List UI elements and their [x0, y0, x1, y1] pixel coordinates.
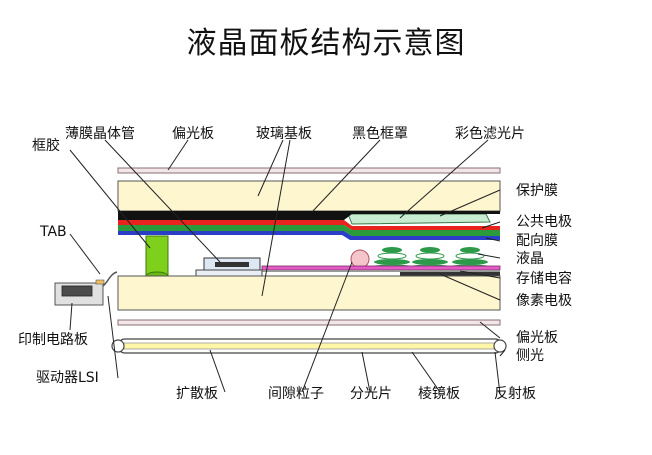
top-glass-substrate	[117, 180, 501, 212]
label-diffuser: 扩散板	[176, 386, 218, 402]
label-pcb: 印制电路板	[18, 332, 88, 348]
label-side-light: 侧光	[516, 348, 544, 364]
label-color-filter: 彩色滤光片	[455, 125, 525, 142]
green-layer	[118, 225, 500, 236]
label-liquid-crystal: 液晶	[516, 251, 544, 267]
label-driver-lsi: 驱动器LSI	[36, 370, 99, 386]
bottom-glass-substrate	[117, 275, 501, 311]
label-reflector: 反射板	[494, 386, 536, 402]
side-light-left	[111, 339, 125, 353]
tab-pad	[95, 279, 105, 285]
label-pixel-electrode: 像素电极	[516, 293, 572, 309]
pcb-chip	[61, 285, 93, 297]
label-tab: TAB	[39, 224, 67, 240]
label-polarizer-bottom: 偏光板	[516, 330, 558, 346]
pixel-electrode-layer	[261, 265, 501, 271]
label-spacer: 间隙粒子	[268, 386, 324, 402]
storage-capacitor-layer	[262, 270, 500, 272]
side-light-right	[493, 339, 507, 353]
label-prism-sheet: 棱镜板	[418, 386, 460, 402]
tab-connector	[102, 271, 118, 287]
storage-dark	[400, 272, 500, 276]
labels: 框胶 薄膜晶体管 偏光板 玻璃基板 黑色框罩 彩色滤光片 保护膜 公共电极 配向…	[18, 125, 572, 402]
blue-layer	[118, 231, 500, 240]
color-filter	[347, 213, 491, 225]
label-storage-capacitor: 存储电容	[516, 270, 572, 287]
bottom-polarizer	[117, 319, 501, 326]
tft-gate	[215, 262, 249, 267]
label-glass-substrate: 玻璃基板	[256, 125, 312, 142]
label-beam-splitter: 分光片	[350, 386, 392, 402]
tft-base	[195, 269, 263, 277]
diagram-title: 液晶面板结构示意图	[186, 26, 466, 61]
spacer-ball	[350, 249, 370, 269]
label-common-electrode: 公共电极	[516, 214, 572, 230]
frame-glue-body	[145, 235, 169, 277]
label-polarizer-top: 偏光板	[172, 126, 214, 142]
label-black-matrix: 黑色框罩	[352, 125, 408, 142]
label-tft: 薄膜晶体管	[65, 126, 135, 142]
label-protective-film: 保护膜	[516, 183, 558, 199]
black-matrix-layer	[118, 211, 500, 220]
top-polarizer	[117, 167, 501, 174]
label-frame-glue: 框胶	[32, 137, 60, 154]
label-alignment-film: 配向膜	[516, 233, 558, 249]
leader-lines	[69, 139, 506, 395]
light-guide	[123, 342, 497, 350]
